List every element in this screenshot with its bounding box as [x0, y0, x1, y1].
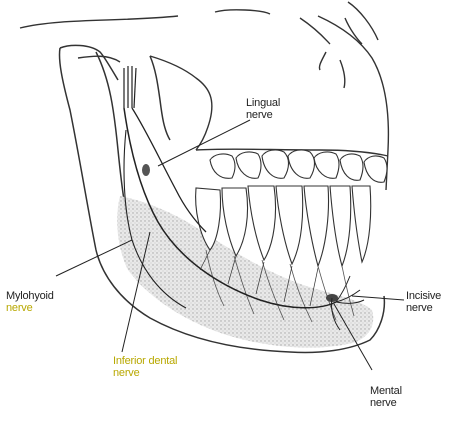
label-mental-line2: nerve [370, 397, 402, 409]
label-incisive-line1: Incisive [406, 290, 441, 302]
label-lingual-line2: nerve [246, 109, 280, 121]
label-incisive-line2: nerve [406, 302, 441, 314]
leader-incisive [352, 296, 404, 300]
label-mental-line1: Mental [370, 385, 402, 397]
label-mylohyoid-line2: nerve [6, 302, 54, 314]
label-lingual-nerve: Lingual nerve [246, 97, 280, 121]
label-mylohyoid-nerve: Mylohyoid nerve [6, 290, 54, 314]
leader-mylohyoid [56, 240, 132, 276]
label-mylohyoid-line1: Mylohyoid [6, 290, 54, 302]
label-incisive-nerve: Incisive nerve [406, 290, 441, 314]
label-inferior-dental-line2: nerve [113, 367, 177, 379]
nerve-trunk [124, 66, 136, 108]
upper-teeth [210, 150, 387, 182]
label-lingual-line1: Lingual [246, 97, 280, 109]
label-inferior-dental-line1: Inferior dental [113, 355, 177, 367]
label-mental-nerve: Mental nerve [370, 385, 402, 409]
label-inferior-dental-nerve: Inferior dental nerve [113, 355, 177, 379]
ganglion [142, 164, 150, 176]
